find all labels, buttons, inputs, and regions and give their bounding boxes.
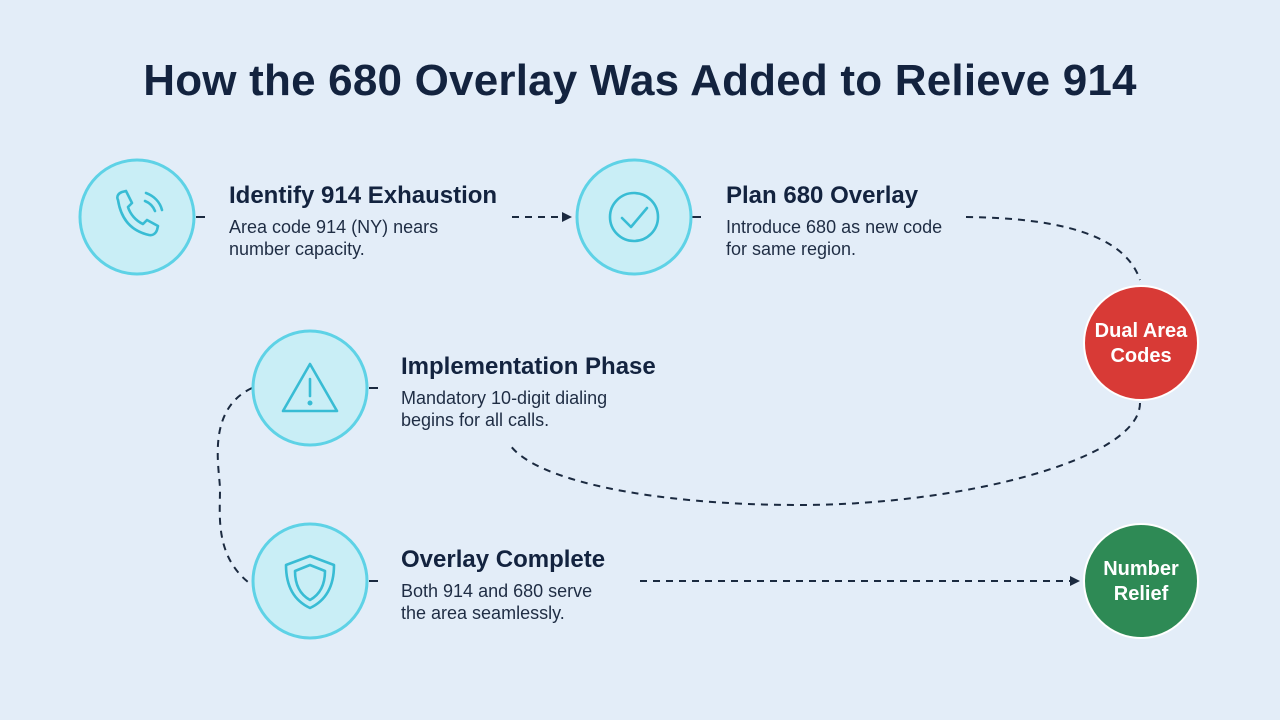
- step-2-heading: Plan 680 Overlay: [726, 182, 919, 209]
- number-relief-node: [1083, 523, 1199, 639]
- step-2-description: Introduce 680 as new code for same regio…: [726, 217, 943, 259]
- page-title: How the 680 Overlay Was Added to Relieve…: [143, 56, 1137, 105]
- step-1-heading: Identify 914 Exhaustion: [229, 182, 498, 209]
- step-1-description: Area code 914 (NY) nears number capacity…: [229, 217, 439, 259]
- number-relief-label: Number Relief: [1084, 557, 1198, 607]
- number-relief-line-1: Number: [1103, 558, 1179, 580]
- step-4-node: [251, 522, 369, 640]
- connector-dual-area-to-implementation: [509, 402, 1141, 507]
- number-relief-line-2: Relief: [1113, 583, 1169, 605]
- dual-area-codes-line-1: Dual Area: [1094, 320, 1188, 342]
- phone-icon: [116, 189, 164, 237]
- step-1-node: [78, 158, 196, 276]
- dual-area-codes-node: [1083, 285, 1199, 401]
- connector-step2-to-dual-area: [965, 216, 1141, 281]
- step-3-node: [251, 329, 369, 447]
- shield-icon: [284, 554, 336, 610]
- warning-triangle-icon: [281, 362, 339, 413]
- step-4-heading: Overlay Complete: [401, 546, 606, 573]
- connector-implementation-to-complete: [216, 387, 253, 583]
- step-2-node: [575, 158, 693, 276]
- dual-area-codes-label: Dual Area Codes: [1084, 319, 1198, 369]
- step-3-description: Mandatory 10-digit dialing begins for al…: [401, 388, 608, 430]
- dual-area-codes-line-2: Codes: [1110, 345, 1172, 367]
- step-3-heading: Implementation Phase: [401, 353, 656, 380]
- step-4-description: Both 914 and 680 serve the area seamless…: [401, 581, 593, 623]
- check-circle-icon: [608, 191, 660, 243]
